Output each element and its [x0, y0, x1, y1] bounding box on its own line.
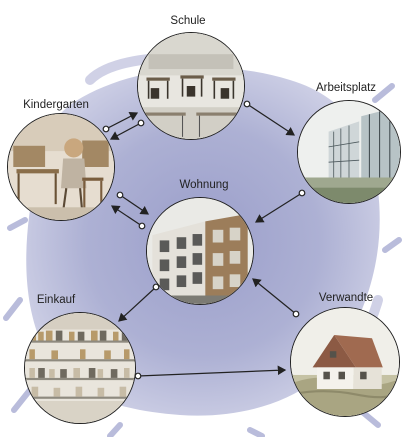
node-label-schule: Schule: [170, 15, 206, 27]
arrow-verwandte-to-wohnung: [252, 278, 297, 315]
arrow-arbeitsplatz-to-wohnung: [254, 192, 303, 223]
schule-photo: [137, 32, 245, 140]
arrow-wohnung-to-einkauf: [118, 286, 157, 322]
arrow-kindergarten-to-wohnung: [119, 194, 149, 215]
verwandte-photo: [290, 307, 400, 417]
arrow-wohnung-to-kindergarten: [111, 205, 143, 227]
einkauf-photo: [24, 312, 136, 424]
node-label-verwandte: Verwandte: [318, 292, 374, 304]
arrow-schule-to-arbeitsplatz: [246, 103, 296, 136]
node-label-kindergarten: Kindergarten: [23, 99, 89, 111]
arrow-einkauf-to-verwandte: [137, 365, 287, 377]
arrow-kindergarten-to-schule: [105, 112, 139, 130]
node-label-wohnung: Wohnung: [179, 179, 229, 191]
wohnung-photo: [146, 197, 254, 305]
kindergarten-photo: [7, 113, 115, 221]
arbeitsplatz-photo: [297, 100, 401, 204]
arrow-schule-to-kindergarten: [109, 122, 142, 140]
node-label-arbeitsplatz: Arbeitsplatz: [315, 82, 377, 94]
node-label-einkauf: Einkauf: [36, 294, 76, 306]
